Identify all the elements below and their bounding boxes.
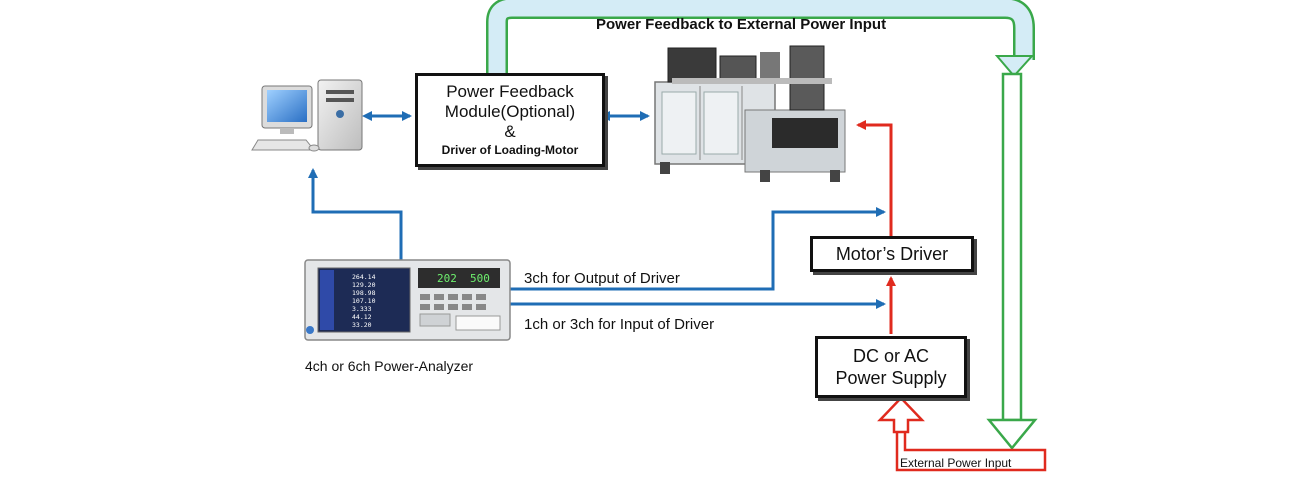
feedback-route-label: Power Feedback to External Power Input — [596, 16, 887, 33]
input-driver-label: 1ch or 3ch for Input of Driver — [524, 316, 715, 333]
analyzer-display-right: 500 — [470, 272, 490, 285]
power-feedback-module-box: Power Feedback Module(Optional) & Driver… — [415, 73, 605, 167]
feedback-line2: Module(Optional) — [444, 102, 576, 121]
analyzer-display-left: 202 — [437, 272, 457, 285]
power-feedback-arrow — [486, 0, 1038, 450]
output-driver-label: 3ch for Output of Driver — [524, 270, 680, 287]
motor-driver-label: Motor’s Driver — [835, 244, 949, 264]
feedback-line4: Driver of Loading-Motor — [441, 143, 579, 157]
reading-1: 264.14 — [352, 273, 376, 281]
feedback-line1: Power Feedback — [446, 82, 574, 101]
power-analyzer-image: 202 500 264.14 129.20 198.98 107.10 3.33… — [304, 259, 511, 341]
reading-3: 198.98 — [352, 289, 376, 297]
red-connections — [856, 120, 896, 334]
analyzer-label: 4ch or 6ch Power-Analyzer — [305, 358, 474, 374]
feedback-line3: & — [504, 122, 516, 141]
reading-5: 3.333 — [352, 305, 372, 313]
motor-driver-box: Motor’s Driver — [810, 236, 974, 272]
blue-connections — [308, 111, 886, 309]
motor-test-bench-image — [654, 45, 846, 182]
power-supply-box: DC or AC Power Supply — [815, 336, 967, 398]
reading-6: 44.12 — [352, 313, 372, 321]
power-supply-line2: Power Supply — [835, 368, 947, 388]
reading-4: 107.10 — [352, 297, 376, 305]
computer-icon — [251, 79, 363, 152]
reading-7: 33.20 — [352, 321, 372, 329]
external-input-arrow — [877, 396, 1047, 472]
reading-2: 129.20 — [352, 281, 376, 289]
external-input-label: External Power Input — [900, 456, 1012, 470]
power-supply-line1: DC or AC — [852, 346, 930, 366]
